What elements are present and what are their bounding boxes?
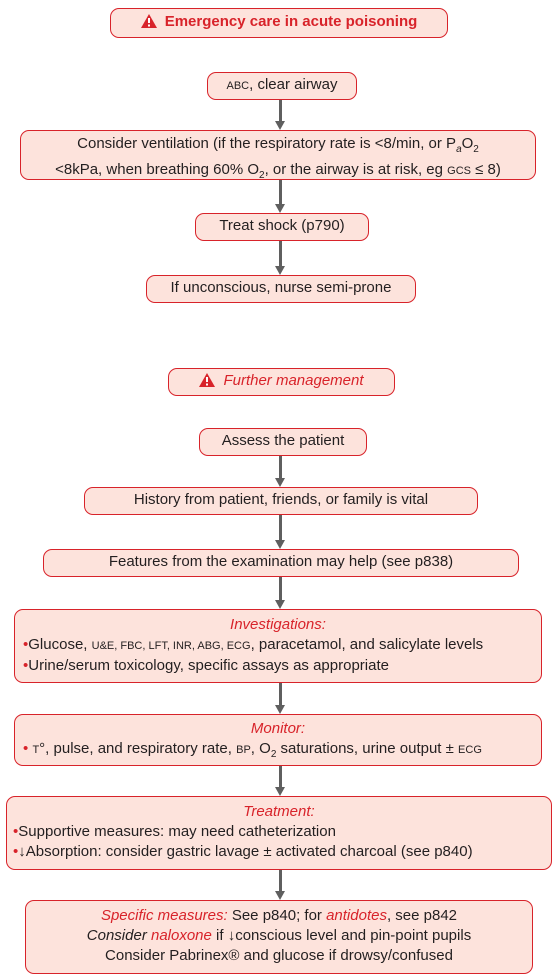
o2-subscript: 2 <box>270 749 277 760</box>
treat-bullet2: ↓Absorption: consider gastric lavage ± a… <box>18 843 473 860</box>
bp-label: BP <box>236 744 251 756</box>
specific-line1-b: , see p842 <box>386 907 458 924</box>
specific-line2-b: if ↓conscious level and pin-point pupils <box>211 927 472 944</box>
vent-line2a: <8kPa, when breathing 60% O <box>55 161 259 178</box>
naloxone-term: naloxone <box>150 927 212 944</box>
ventilation-box: Consider ventilation (if the respiratory… <box>20 130 536 181</box>
inv-bullet1-a: Glucose, <box>28 636 92 653</box>
vent-line1: Consider ventilation (if the respiratory… <box>77 135 457 152</box>
specific-line2-a: Consider <box>86 927 151 944</box>
antidotes-term: antidotes <box>326 907 387 924</box>
o2-symbol: O <box>461 135 474 152</box>
abc-airway-box: ABC, clear airway <box>207 72 357 100</box>
investigations-title: Investigations: <box>230 616 326 633</box>
assess-text: Assess the patient <box>221 432 345 449</box>
header-title: Further management <box>223 372 364 389</box>
inv-bullet1-b: , paracetamol, and salicylate levels <box>250 636 484 653</box>
features-box: Features from the examination may help (… <box>43 549 519 577</box>
specific-title: Specific measures: <box>100 907 228 924</box>
treatment-title: Treatment: <box>243 803 315 820</box>
bullet: • <box>13 843 19 860</box>
warning-icon <box>140 11 157 37</box>
monitor-box: Monitor: • T°, pulse, and respiratory ra… <box>14 714 542 766</box>
vent-line2b: , or the airway is at risk, eg <box>264 161 448 178</box>
flow-arrow <box>275 456 285 487</box>
treat-shock-box: Treat shock (p790) <box>195 213 369 241</box>
flow-arrow <box>275 180 285 213</box>
vent-line2c: ≤ 8) <box>470 161 501 178</box>
inv-bullet2: Urine/serum toxicology, specific assays … <box>28 657 389 674</box>
treat-bullet1: Supportive measures: may need catheteriz… <box>18 823 336 840</box>
assess-patient-box: Assess the patient <box>199 428 367 456</box>
monitor-title: Monitor: <box>250 720 306 737</box>
monitor-o2: , O <box>250 740 271 757</box>
flow-arrow <box>275 241 285 275</box>
treat-shock-text: Treat shock (p790) <box>219 217 345 234</box>
monitor-text-a: °, pulse, and respiratory rate, <box>39 740 237 757</box>
flow-arrow <box>275 515 285 549</box>
unconscious-text: If unconscious, nurse semi-prone <box>170 279 392 296</box>
history-text: History from patient, friends, or family… <box>133 491 429 508</box>
bullet: • <box>13 823 19 840</box>
monitor-text-b: saturations, urine output ± <box>276 740 459 757</box>
abc-text: , clear airway <box>249 76 338 93</box>
specific-line1-a: See p840; for <box>227 907 327 924</box>
header-title: Emergency care in acute poisoning <box>164 13 418 30</box>
warning-icon <box>199 371 216 395</box>
inv-bullet1-tests: U&E, FBC, LFT, INR, ABG, ECG <box>91 640 251 652</box>
treatment-box: Treatment: •Supportive measures: may nee… <box>6 796 552 870</box>
bullet: • <box>23 740 29 757</box>
flow-arrow <box>275 683 285 714</box>
history-box: History from patient, friends, or family… <box>84 487 478 515</box>
bullet: • <box>23 657 29 674</box>
o2-subscript-2: 2 <box>259 170 265 181</box>
flow-arrow <box>275 577 285 609</box>
emergency-care-header: Emergency care in acute poisoning <box>110 8 448 38</box>
features-text: Features from the examination may help (… <box>108 553 454 570</box>
temp-label: T <box>32 744 40 756</box>
gcs-label: GCS <box>447 165 471 177</box>
further-management-header: Further management <box>168 368 395 396</box>
ecg-label: ECG <box>458 744 482 756</box>
flow-arrow <box>275 100 285 130</box>
specific-line3: Consider Pabrinex® and glucose if drowsy… <box>105 947 453 964</box>
unconscious-box: If unconscious, nurse semi-prone <box>146 275 416 303</box>
abc-label: ABC <box>226 80 250 92</box>
investigations-box: Investigations: •Glucose, U&E, FBC, LFT,… <box>14 609 542 683</box>
o2-subscript: 2 <box>473 144 479 155</box>
flow-arrow <box>275 870 285 900</box>
flow-arrow <box>275 766 285 796</box>
specific-measures-box: Specific measures: See p840; for antidot… <box>25 900 533 974</box>
bullet: • <box>23 636 29 653</box>
pa-subscript: a <box>456 144 462 155</box>
